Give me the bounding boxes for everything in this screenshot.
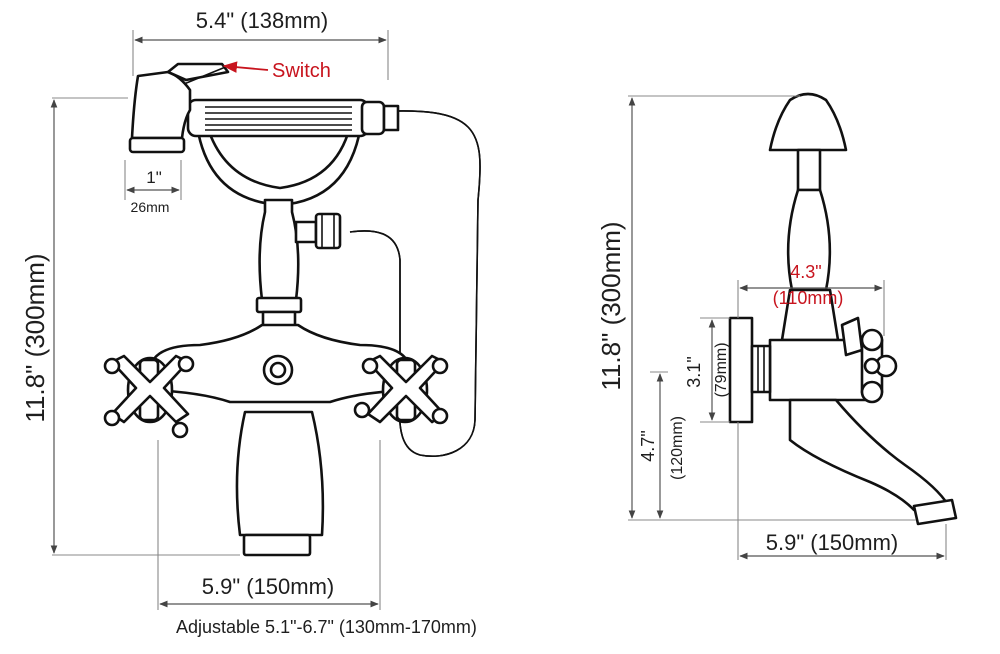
left-cross-handle bbox=[103, 354, 195, 439]
front-view: 5.4" (138mm) Switch 1" 26mm 11.8" (300mm… bbox=[20, 8, 481, 637]
side-handle-depth-mm: (110mm) bbox=[773, 288, 844, 308]
spray-head-width-mm: 26mm bbox=[131, 199, 170, 215]
side-spout-height-mm: (120mm) bbox=[669, 416, 686, 480]
adjustable-range-label: Adjustable 5.1"-6.7" (130mm-170mm) bbox=[176, 617, 477, 637]
hose-connector bbox=[294, 220, 318, 244]
side-spout-height-in: 4.7" bbox=[638, 430, 658, 461]
tub-spout bbox=[235, 410, 325, 537]
side-handle-depth-in: 4.3" bbox=[790, 262, 821, 282]
side-flange-height-in: 3.1" bbox=[684, 356, 704, 387]
handset-ribs bbox=[205, 106, 352, 131]
wall-flange bbox=[728, 316, 754, 424]
side-spout-reach-label: 5.9" (150mm) bbox=[766, 530, 899, 555]
side-view: 11.8" (300mm) 4.3" (110mm) 3.1" (79mm) 4… bbox=[596, 92, 958, 560]
side-handset-cap bbox=[768, 92, 848, 152]
spray-head-width-label: 1" bbox=[146, 168, 162, 187]
right-cross-handle bbox=[353, 354, 449, 425]
side-flange-height-mm: (79mm) bbox=[713, 342, 730, 397]
front-top-width-label: 5.4" (138mm) bbox=[196, 8, 329, 33]
side-tub-spout bbox=[788, 398, 950, 512]
side-height-label: 11.8" (300mm) bbox=[596, 221, 626, 390]
front-height-label: 11.8" (300mm) bbox=[20, 253, 50, 422]
switch-callout-label: Switch bbox=[272, 60, 331, 82]
spray-head bbox=[130, 70, 192, 140]
center-column bbox=[258, 198, 300, 302]
front-base-width-label: 5.9" (150mm) bbox=[202, 574, 335, 599]
side-cross-handle bbox=[860, 328, 898, 404]
